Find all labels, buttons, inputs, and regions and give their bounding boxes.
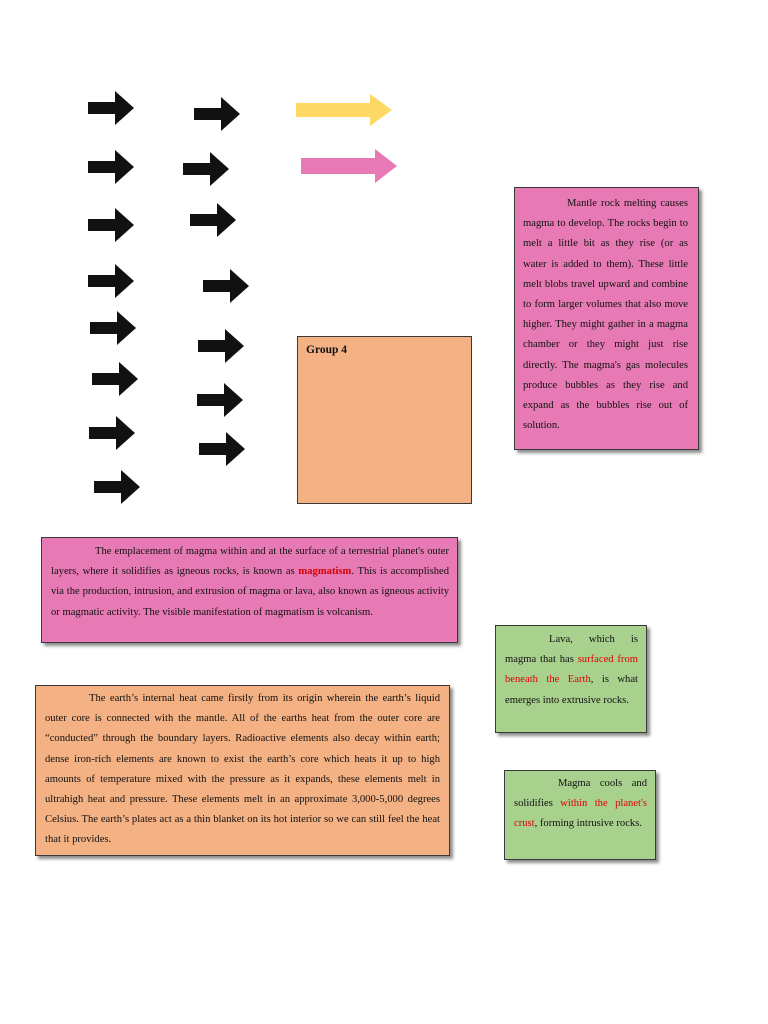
right-arrow-icon: [197, 383, 243, 417]
group-title: Group 4: [306, 344, 348, 356]
right-arrow-icon: [203, 269, 249, 303]
magmatism-note: The emplacement of magma within and at t…: [41, 537, 458, 643]
mantle-melting-text: Mantle rock melting causes magma to deve…: [523, 198, 688, 432]
lava-text-part: , is what emerges into extrusive rocks.: [505, 674, 639, 706]
magmatism-text-part: . This is accomplished via the productio…: [51, 566, 449, 618]
right-arrow-icon: [198, 329, 244, 363]
right-arrow-icon: [92, 362, 138, 396]
lava-text-part: Lava, which is magma that has: [505, 634, 638, 666]
lava-text: Lava, which is magma that has surfaced f…: [505, 630, 638, 711]
right-arrow-icon: [88, 91, 134, 125]
right-arrow-icon: [199, 432, 245, 466]
right-arrow-icon: [183, 152, 229, 186]
magma-cools-note: Magma cools and solidifies within the pl…: [504, 770, 656, 860]
magma-cools-text: Magma cools and solidifies within the pl…: [514, 774, 647, 835]
mantle-melting-note: Mantle rock melting causes magma to deve…: [514, 187, 699, 450]
right-arrow-icon: [90, 311, 136, 345]
right-arrow-icon: [94, 470, 140, 504]
right-arrow-icon: [88, 150, 134, 184]
right-arrow-icon: [190, 203, 236, 237]
lava-note: Lava, which is magma that has surfaced f…: [495, 625, 647, 733]
magmatism-text: The emplacement of magma within and at t…: [51, 542, 449, 623]
pink-arrow-icon: [301, 149, 397, 183]
magma-cools-highlight: within the planet's crust: [514, 798, 647, 830]
group-box: Group 4: [297, 336, 472, 504]
right-arrow-icon: [88, 208, 134, 242]
earth-heat-text: The earth’s internal heat came firstly f…: [45, 693, 440, 846]
magmatism-text-part: The emplacement of magma within and at t…: [51, 546, 449, 578]
magmatism-highlight: magmatism: [298, 566, 352, 578]
yellow-arrow-icon: [296, 94, 392, 126]
right-arrow-icon: [89, 416, 135, 450]
right-arrow-icon: [194, 97, 240, 131]
right-arrow-icon: [88, 264, 134, 298]
magma-cools-text-part: Magma cools and solidifies: [514, 778, 647, 810]
lava-highlight: surfaced from beneath the Earth: [505, 654, 638, 686]
earth-heat-note: The earth’s internal heat came firstly f…: [35, 685, 450, 856]
magma-cools-text-part: , forming intrusive rocks.: [534, 818, 642, 830]
